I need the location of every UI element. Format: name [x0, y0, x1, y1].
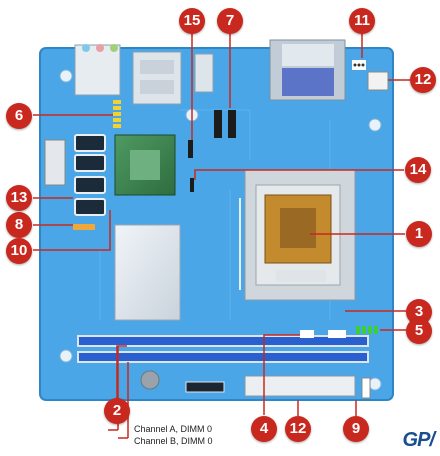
leader-lines — [33, 30, 410, 439]
logo: GP/ — [402, 429, 435, 452]
callout-13: 13 — [6, 185, 32, 211]
dimm-slots — [77, 335, 369, 363]
callout-12-top: 12 — [410, 67, 436, 93]
usb-header — [113, 100, 121, 128]
fan-header-top — [352, 60, 366, 70]
atx-power-connector — [244, 375, 356, 397]
logo-text: GP — [402, 429, 431, 451]
fan-header — [300, 330, 314, 338]
pin-header-left — [44, 139, 66, 186]
callout-9: 9 — [343, 416, 369, 442]
channel-a-label: Channel A, DIMM 0 — [134, 424, 213, 434]
fan-header-2 — [328, 330, 346, 338]
callout-11: 11 — [349, 8, 375, 34]
callout-5: 5 — [406, 318, 432, 344]
sata-ports — [74, 134, 106, 216]
cpu-socket — [244, 169, 356, 301]
callout-6: 6 — [6, 103, 32, 129]
bottom-header — [361, 377, 371, 399]
chipset-die — [130, 150, 160, 180]
channel-b-label: Channel B, DIMM 0 — [134, 436, 213, 446]
callout-14: 14 — [405, 157, 431, 183]
callout-4: 4 — [251, 416, 277, 442]
callout-8: 8 — [6, 212, 32, 238]
callout-2: 2 — [104, 398, 130, 424]
header-15 — [188, 140, 194, 192]
audio-header — [214, 110, 236, 138]
atx-12v-connector — [367, 71, 389, 91]
front-panel-header — [73, 224, 95, 230]
callout-10: 10 — [6, 238, 32, 264]
cmos-battery — [140, 370, 160, 390]
callout-1: 1 — [406, 221, 432, 247]
heatsink — [114, 224, 181, 321]
rear-io-ports — [74, 39, 346, 105]
callout-15: 15 — [179, 8, 205, 34]
logo-mark: / — [429, 429, 434, 451]
callout-12-bottom: 12 — [285, 416, 311, 442]
green-header — [356, 326, 378, 334]
callout-7: 7 — [217, 8, 243, 34]
pci-slot — [185, 381, 225, 393]
mounting-holes — [59, 69, 382, 391]
